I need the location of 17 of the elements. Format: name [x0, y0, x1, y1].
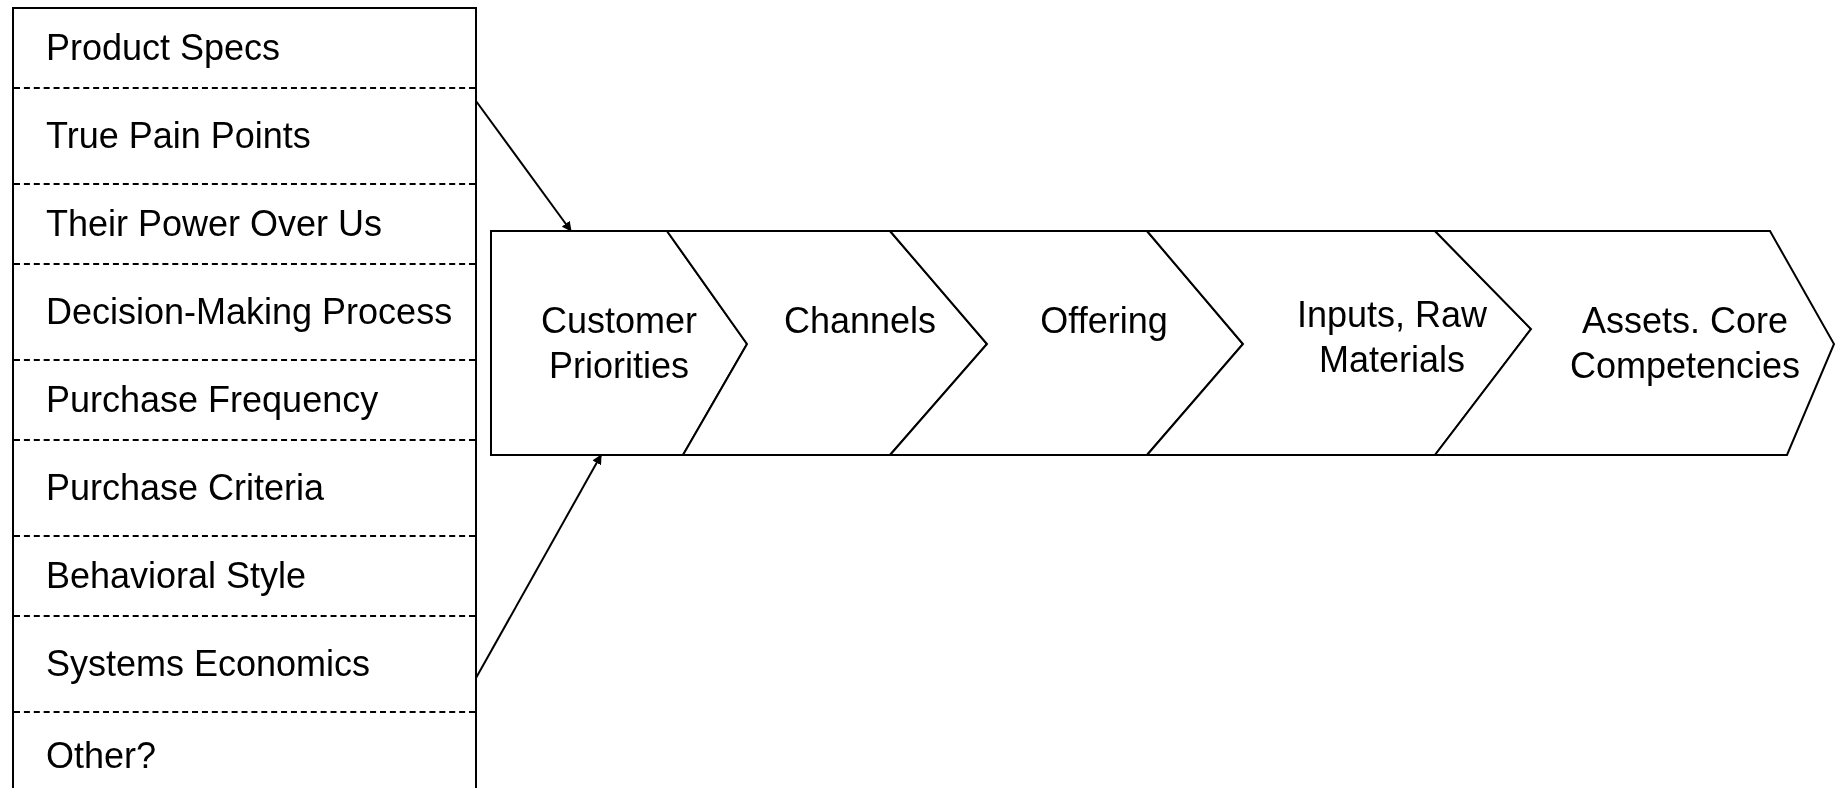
- row-label: Product Specs: [46, 30, 281, 66]
- row-label: True Pain Points: [46, 118, 311, 154]
- stage-label: Channels: [782, 298, 938, 343]
- row-label: Purchase Frequency: [46, 382, 379, 418]
- arrow: [475, 454, 603, 679]
- row-label: Decision-Making Process: [46, 294, 453, 330]
- stage-label: Inputs, Raw Materials: [1295, 293, 1489, 382]
- list-box: [12, 7, 477, 788]
- row-label: Systems Economics: [46, 646, 371, 682]
- stage-label: Offering: [1039, 298, 1169, 343]
- row-label: Their Power Over Us: [46, 206, 383, 242]
- row-label: Purchase Criteria: [46, 470, 325, 506]
- stage-label: Assets. Core Competencies: [1569, 299, 1801, 388]
- row-label: Other?: [46, 738, 157, 774]
- row-label: Behavioral Style: [46, 558, 307, 594]
- arrow: [475, 100, 572, 232]
- stage-label: Customer Priorities: [539, 299, 698, 388]
